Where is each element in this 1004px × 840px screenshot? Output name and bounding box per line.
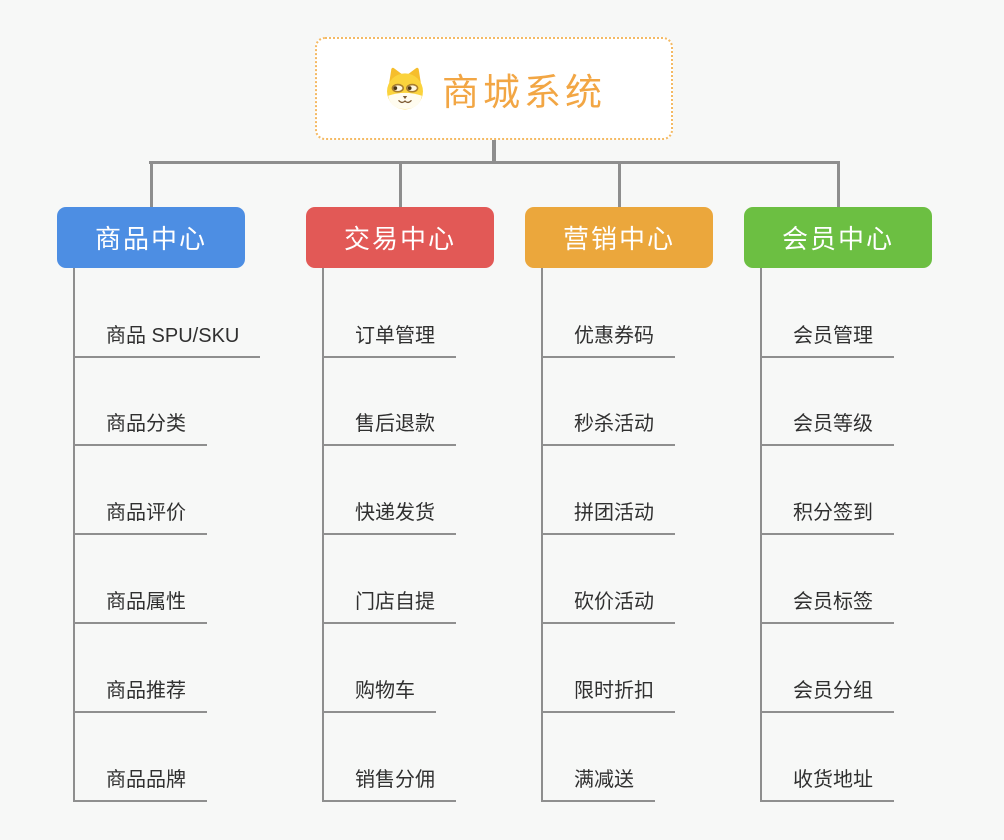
connector-horizontal-line — [149, 161, 839, 164]
leaf-item[interactable]: 积分签到 — [760, 500, 894, 536]
doge-icon — [387, 67, 423, 110]
leaf-item[interactable]: 砍价活动 — [541, 589, 675, 624]
leaf-item[interactable]: 优惠券码 — [541, 323, 675, 358]
connector-drop-3 — [836, 161, 840, 208]
connector-drop-0 — [149, 161, 153, 208]
leaf-item[interactable]: 秒杀活动 — [541, 411, 675, 447]
leaf-item[interactable]: 限时折扣 — [541, 678, 675, 713]
branch-header-3[interactable]: 会员中心 — [744, 207, 932, 268]
leaf-item[interactable]: 商品品牌 — [73, 767, 207, 802]
connector-drop-2 — [617, 161, 621, 208]
leaf-item[interactable]: 商品 SPU/SKU — [73, 323, 261, 358]
branch-header-1[interactable]: 交易中心 — [306, 207, 494, 268]
leaf-item[interactable]: 会员管理 — [760, 323, 894, 358]
leaf-item[interactable]: 销售分佣 — [322, 767, 456, 802]
leaf-item[interactable]: 快递发货 — [322, 500, 456, 536]
leaf-item[interactable]: 满减送 — [541, 767, 655, 802]
leaf-item[interactable]: 商品评价 — [73, 500, 207, 536]
leaf-item[interactable]: 门店自提 — [322, 589, 456, 624]
leaf-item[interactable]: 商品推荐 — [73, 678, 207, 713]
connector-drop-1 — [398, 161, 402, 208]
leaf-item[interactable]: 购物车 — [322, 678, 436, 713]
leaf-item[interactable]: 商品属性 — [73, 589, 207, 624]
branch-header-0[interactable]: 商品中心 — [57, 207, 245, 268]
leaf-item[interactable]: 收货地址 — [760, 767, 894, 802]
leaf-item[interactable]: 拼团活动 — [541, 500, 675, 536]
leaf-item[interactable]: 会员标签 — [760, 589, 894, 624]
root-node[interactable]: 商城系统 — [315, 37, 673, 140]
leaf-item[interactable]: 会员等级 — [760, 411, 894, 447]
leaf-item[interactable]: 商品分类 — [73, 411, 207, 447]
leaf-item[interactable]: 售后退款 — [322, 411, 456, 447]
leaf-item[interactable]: 订单管理 — [322, 323, 456, 358]
root-title: 商城系统 — [442, 71, 606, 113]
leaf-item[interactable]: 会员分组 — [760, 678, 894, 713]
branch-header-2[interactable]: 营销中心 — [525, 207, 713, 268]
connector-root-stub — [492, 140, 496, 163]
